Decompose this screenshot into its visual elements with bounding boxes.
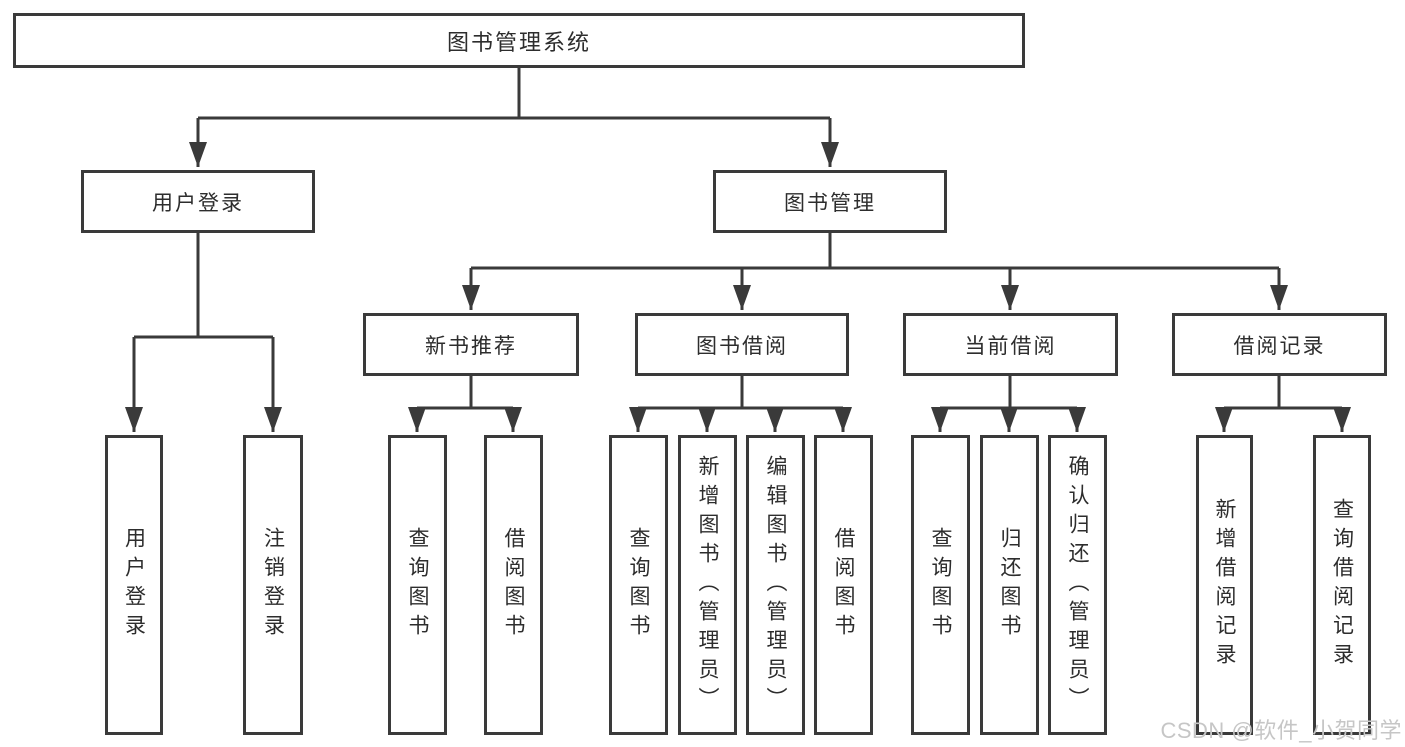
node-book-borrow: 图书借阅 xyxy=(635,313,849,376)
leaf-bb-add-books-admin: 新增图书（管理员） xyxy=(678,435,737,735)
node-current-borrow: 当前借阅 xyxy=(903,313,1118,376)
leaf-rec-query-books: 查询图书 xyxy=(388,435,447,735)
leaf-cb-confirm-return-admin: 确认归还（管理员） xyxy=(1048,435,1107,735)
node-root: 图书管理系统 xyxy=(13,13,1025,68)
leaf-bb-query-books: 查询图书 xyxy=(609,435,668,735)
node-book-mgmt-module: 图书管理 xyxy=(713,170,947,233)
node-new-book-recommend: 新书推荐 xyxy=(363,313,579,376)
leaf-bb-borrow-books: 借阅图书 xyxy=(814,435,873,735)
leaf-logout: 注销登录 xyxy=(243,435,303,735)
csdn-watermark: CSDN @软件_小贺同学 xyxy=(1160,718,1402,743)
leaf-bb-edit-books-admin: 编辑图书（管理员） xyxy=(746,435,805,735)
leaf-br-add-record: 新增借阅记录 xyxy=(1196,435,1253,735)
node-user-login-module: 用户登录 xyxy=(81,170,315,233)
leaf-cb-query-books: 查询图书 xyxy=(911,435,970,735)
leaf-user-login: 用户登录 xyxy=(105,435,163,735)
leaf-cb-return-books: 归还图书 xyxy=(980,435,1039,735)
leaf-br-query-record: 查询借阅记录 xyxy=(1313,435,1371,735)
leaf-rec-borrow-books: 借阅图书 xyxy=(484,435,543,735)
node-borrow-records: 借阅记录 xyxy=(1172,313,1387,376)
